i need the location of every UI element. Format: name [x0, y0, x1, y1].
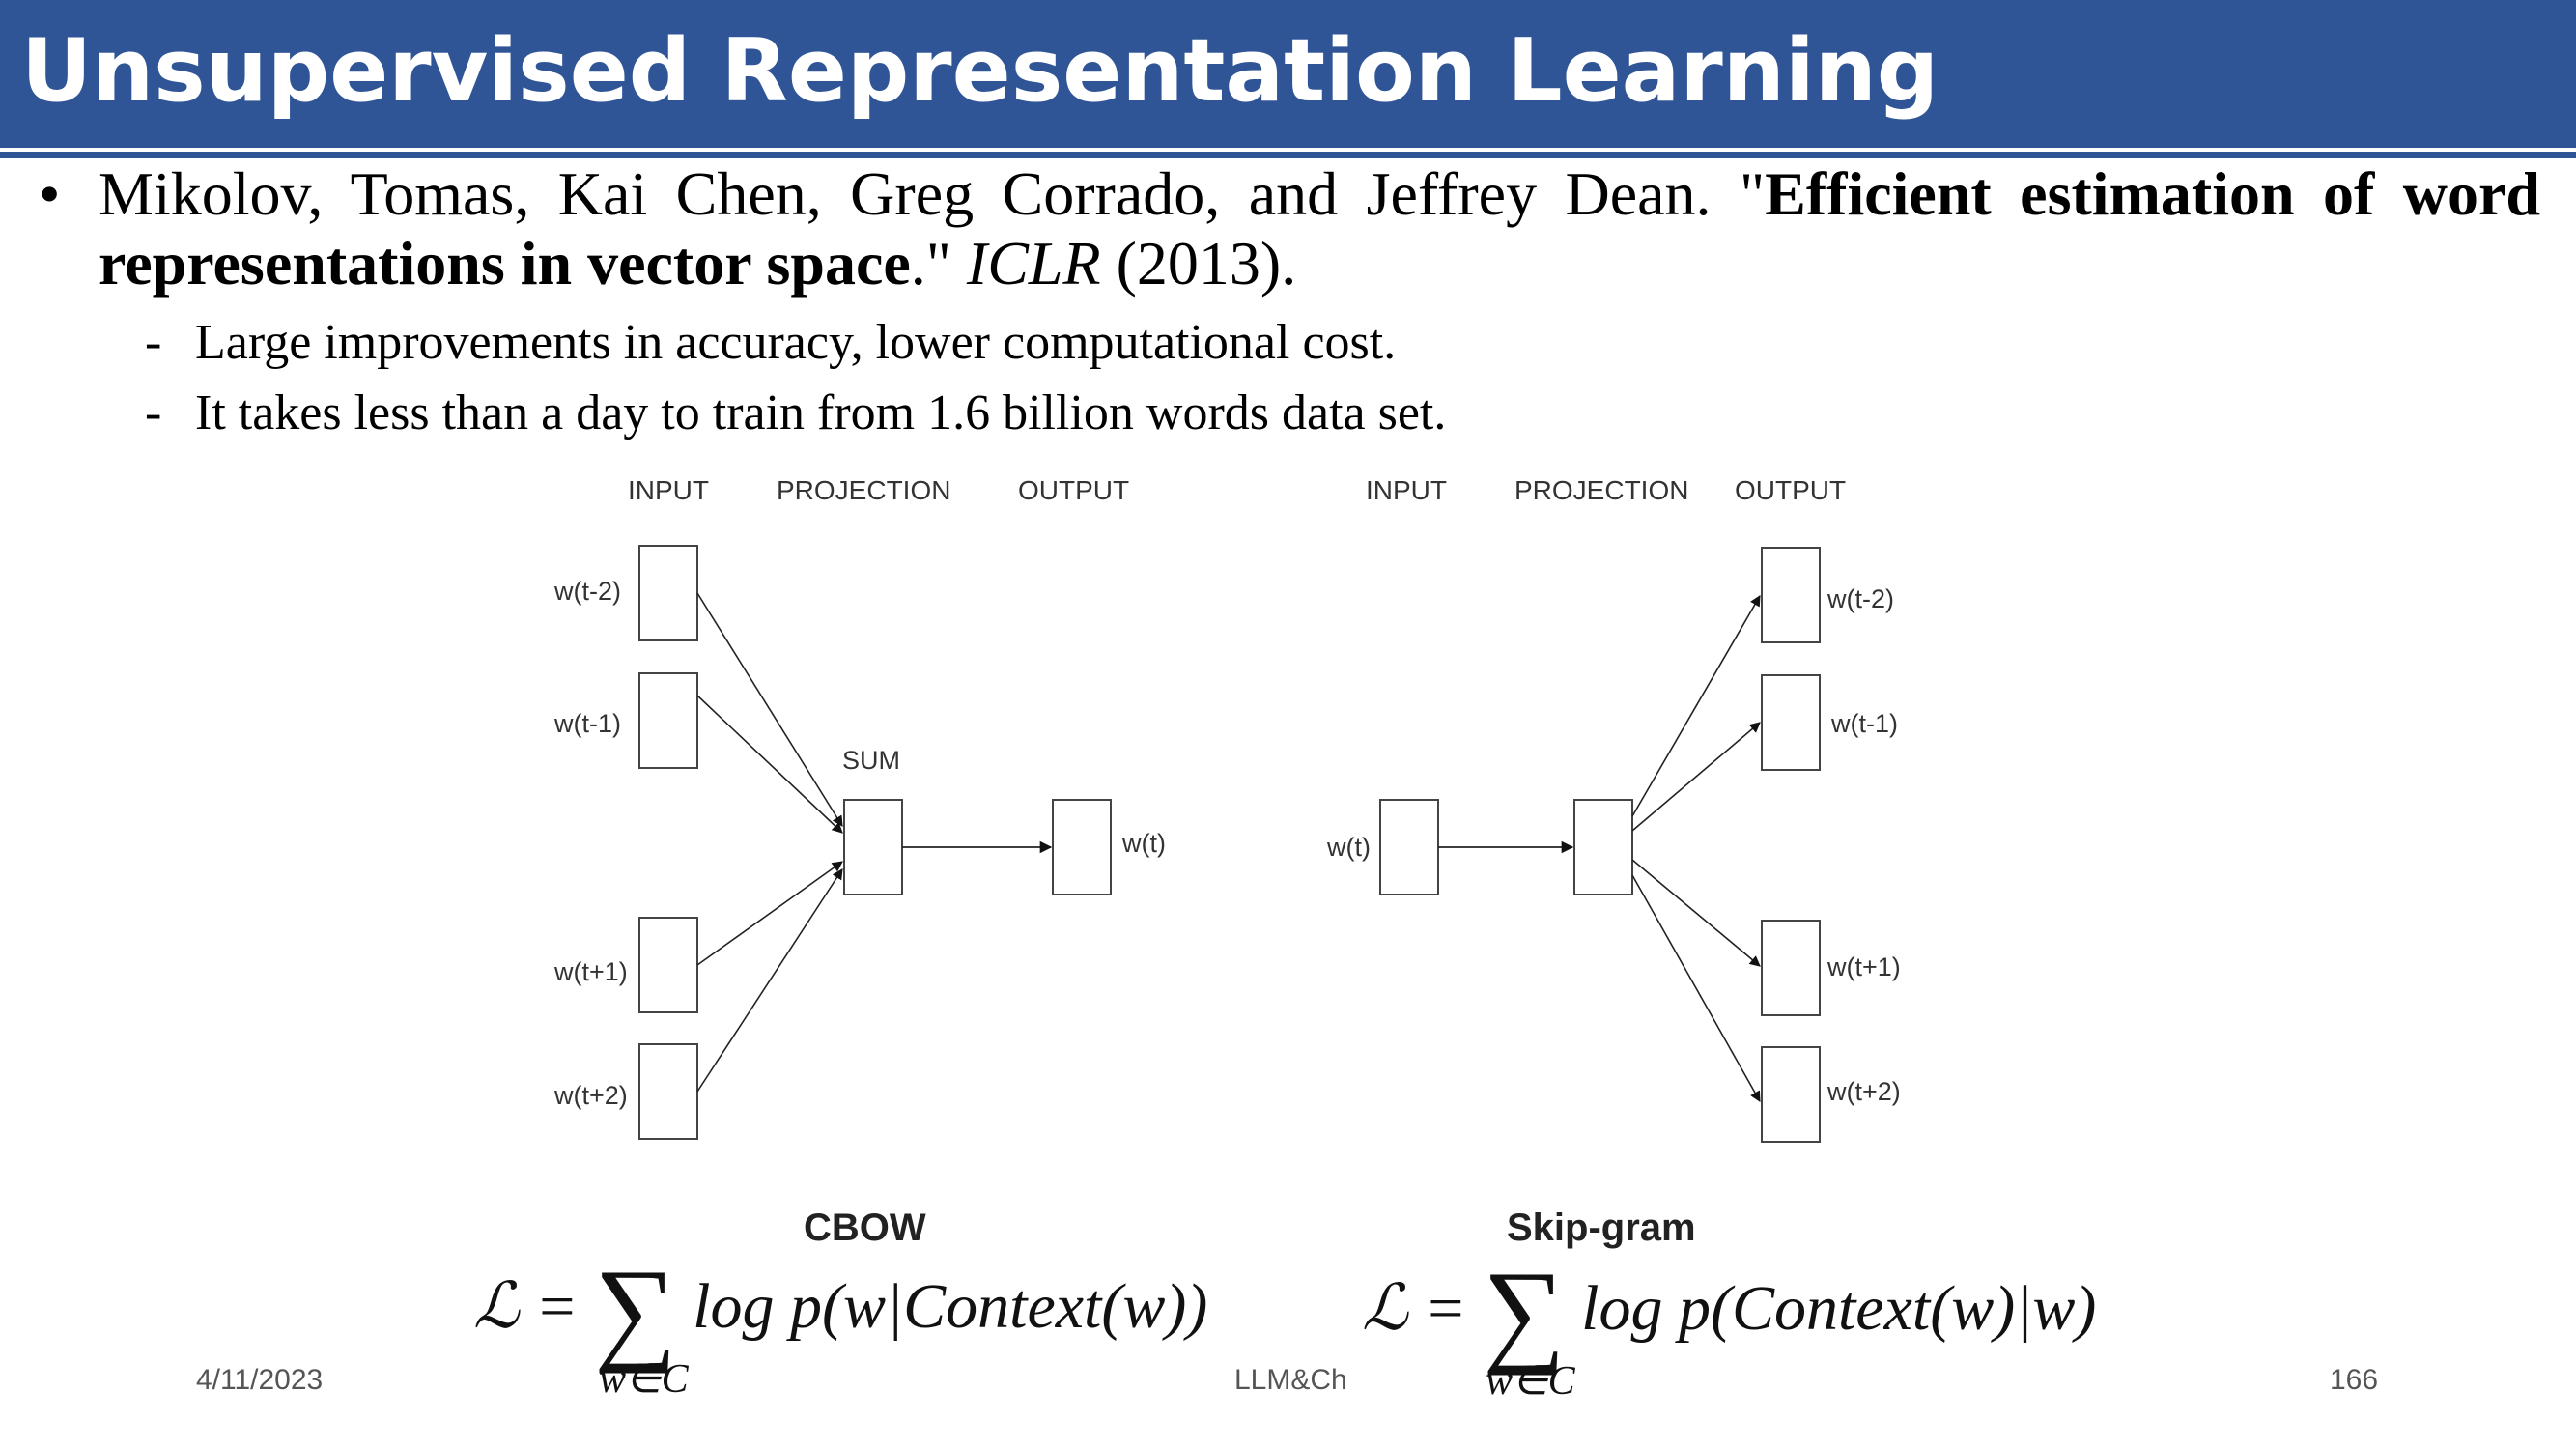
cbow-input-label: w(t-2): [553, 577, 621, 606]
skipgram-output-box: [1761, 920, 1821, 1016]
skipgram-arrow: [1631, 722, 1761, 832]
skipgram-input-box: [1379, 799, 1439, 895]
point-dash: -: [145, 315, 162, 370]
slide-title: Unsupervised Representation Learning: [21, 20, 1939, 122]
skipgram-output-box: [1761, 547, 1821, 643]
cbow-projection-header: PROJECTION: [777, 475, 950, 505]
cbow-input-label: w(t+1): [553, 957, 628, 986]
cbow-formula-body: log p(w|Context(w)): [693, 1271, 1208, 1342]
citation-year: (2013).: [1100, 229, 1297, 298]
skipgram-output-box: [1761, 1046, 1821, 1143]
skipgram-arrow: [1631, 595, 1761, 817]
point-item: -It takes less than a day to train from …: [145, 383, 1446, 444]
citation: • Mikolov, Tomas, Kai Chen, Greg Corrado,…: [39, 159, 2540, 298]
skipgram-projection-header: PROJECTION: [1514, 475, 1688, 505]
citation-line-2: representations in vector space." ICLR (…: [39, 229, 2540, 298]
footer-center: LLM&Ch: [1234, 1364, 1347, 1396]
point-text: It takes less than a day to train from 1…: [195, 385, 1447, 440]
citation-after-title: .": [910, 229, 967, 298]
skipgram-output-label: w(t-2): [1826, 584, 1894, 613]
cbow-input-header: INPUT: [628, 475, 709, 505]
cbow-arrow: [696, 592, 843, 827]
skipgram-formula-lhs: ℒ =: [1362, 1273, 1484, 1344]
cbow-arrow: [696, 868, 843, 1093]
cbow-arrow: [696, 695, 843, 834]
cbow-input-label: w(t+2): [553, 1081, 628, 1110]
skipgram-formula-subscript: w∈C: [1486, 1359, 1575, 1404]
footer-page-number: 166: [2330, 1364, 2379, 1396]
cbow-formula-subscript: w∈C: [599, 1357, 689, 1402]
skipgram-formula-body: log p(Context(w)|w): [1581, 1273, 2097, 1344]
cbow-input-box: [638, 672, 698, 769]
skipgram-output-label: w(t-1): [1830, 709, 1898, 738]
skipgram-arrow: [1631, 859, 1761, 967]
cbow-output-label: w(t): [1121, 829, 1166, 858]
skipgram-output-header: OUTPUT: [1735, 475, 1846, 505]
citation-venue: ICLR: [966, 229, 1101, 298]
skipgram-arrow: [1631, 874, 1761, 1102]
skipgram-formula-sum: ∑: [1483, 1247, 1566, 1376]
skipgram-output-label: w(t+1): [1826, 952, 1901, 981]
citation-authors: Mikolov, Tomas, Kai Chen, Greg Corrado, …: [99, 159, 1766, 228]
cbow-input-box: [638, 545, 698, 641]
skipgram-input-label: w(t): [1326, 833, 1371, 862]
cbow-formula-sum: ∑: [594, 1245, 677, 1374]
cbow-caption: CBOW: [804, 1207, 926, 1249]
citation-line-1: • Mikolov, Tomas, Kai Chen, Greg Corrado,…: [39, 159, 2540, 229]
cbow-input-box: [638, 1043, 698, 1140]
bullet: •: [39, 159, 61, 228]
point-text: Large improvements in accuracy, lower co…: [195, 315, 1397, 370]
point-dash: -: [145, 385, 162, 440]
cbow-output-header: OUTPUT: [1018, 475, 1129, 505]
skipgram-output-label: w(t+2): [1826, 1077, 1901, 1106]
skipgram-formula: ℒ = ∑ log p(Context(w)|w): [1362, 1254, 2096, 1370]
point-item: -Large improvements in accuracy, lower c…: [145, 312, 1396, 374]
skipgram-output-box: [1761, 674, 1821, 771]
title-bar: Unsupervised Representation Learning: [0, 0, 2576, 148]
paper-title-part2: representations in vector space: [99, 229, 911, 298]
cbow-arrow: [696, 861, 843, 966]
skipgram-caption: Skip-gram: [1507, 1207, 1696, 1249]
cbow-input-box: [638, 917, 698, 1013]
footer-date: 4/11/2023: [196, 1364, 324, 1396]
header-rule: [0, 152, 2576, 158]
cbow-formula: ℒ = ∑ log p(w|Context(w)): [473, 1252, 1207, 1368]
paper-title-part1: Efficient estimation of word: [1765, 159, 2541, 228]
cbow-formula-lhs: ℒ =: [473, 1271, 595, 1342]
cbow-sum-label: SUM: [842, 746, 900, 775]
skipgram-projection-box: [1573, 799, 1633, 895]
cbow-output-box: [1052, 799, 1112, 895]
skipgram-input-header: INPUT: [1366, 475, 1447, 505]
cbow-input-label: w(t-1): [553, 709, 621, 738]
cbow-projection-box: [843, 799, 903, 895]
